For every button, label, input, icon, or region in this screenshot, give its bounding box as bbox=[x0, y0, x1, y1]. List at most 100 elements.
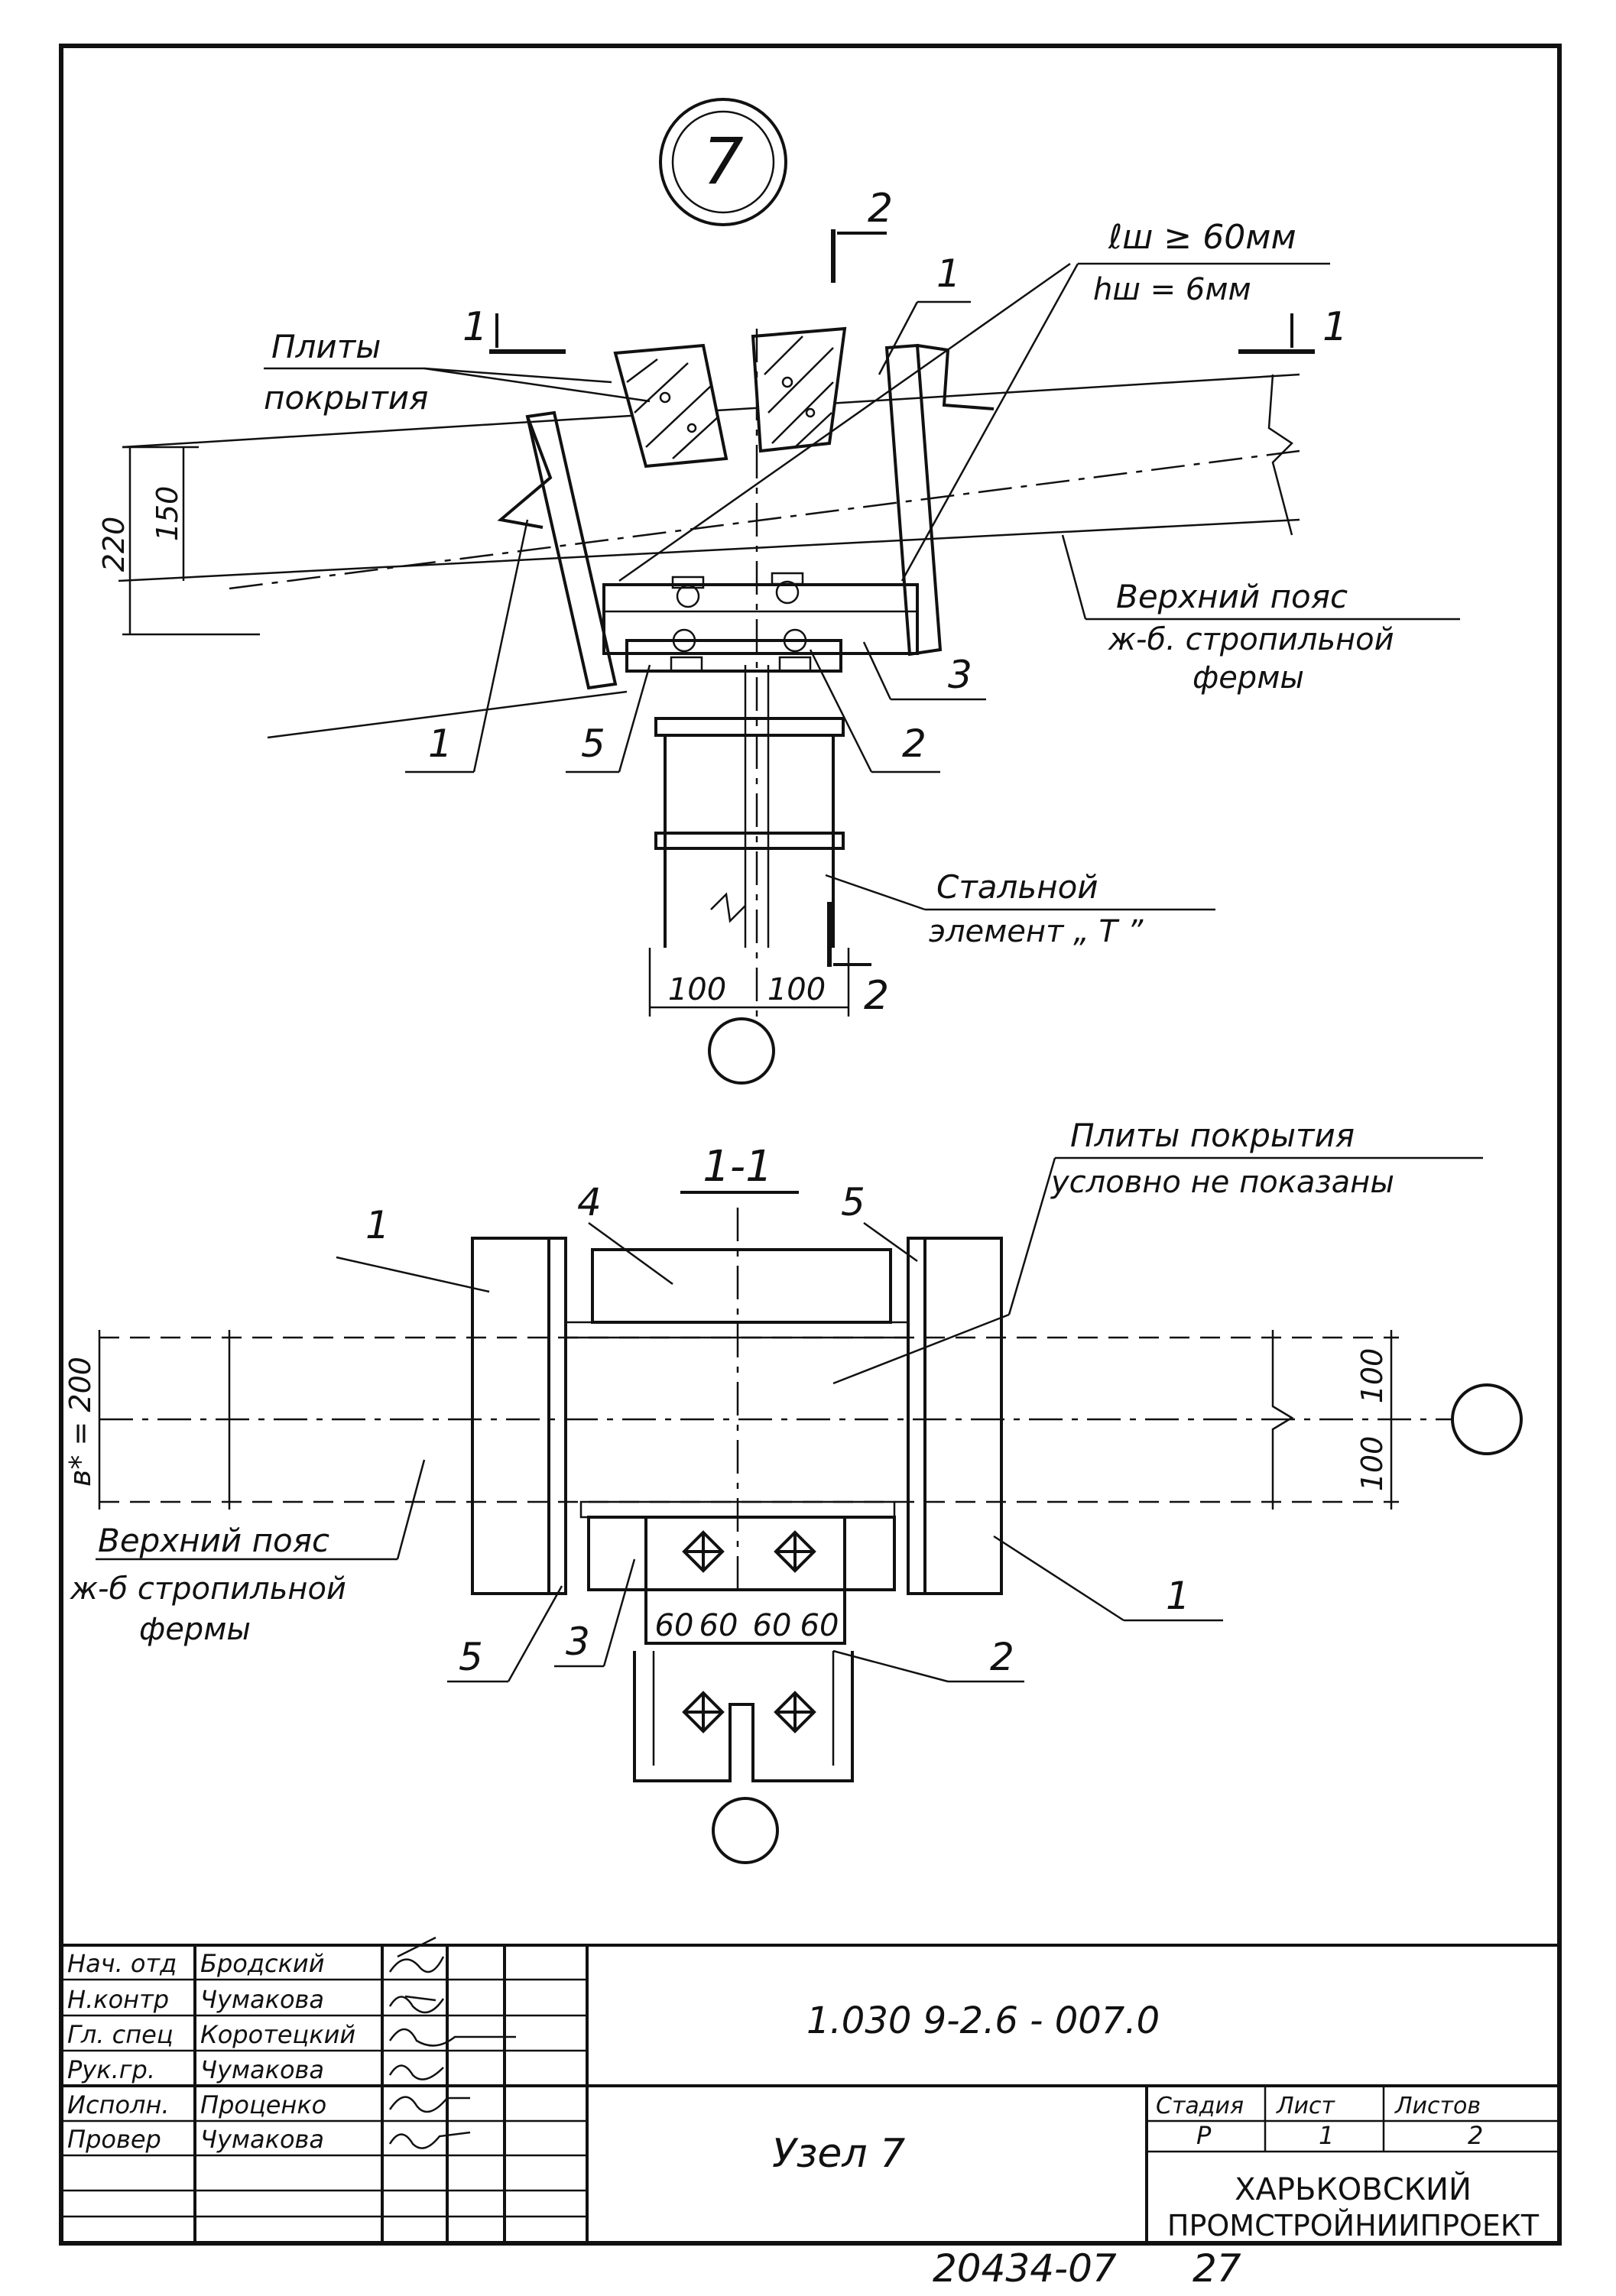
pos-1-top-label: 1 bbox=[936, 251, 961, 296]
dim-150: 150 bbox=[151, 486, 184, 542]
section-cut-2-bottom: 2 bbox=[827, 902, 889, 1019]
dim-100-bottom: 100 bbox=[1355, 1436, 1389, 1492]
roof-slab-left bbox=[613, 343, 728, 469]
role-0: Нач. отд bbox=[67, 1949, 177, 1978]
sheets-header: Листов bbox=[1394, 2093, 1481, 2119]
chord-axis-line bbox=[229, 449, 1300, 590]
dim-width: 100 100 bbox=[648, 948, 850, 1017]
angle-right bbox=[884, 343, 943, 657]
sec-pos-4-label: 4 bbox=[577, 1180, 602, 1224]
cut-2-top-label: 2 bbox=[868, 186, 893, 232]
steel-callout: Стальной элемент „ Т ” bbox=[825, 868, 1215, 949]
angle-1-left-leg bbox=[547, 1237, 567, 1595]
sec-pos-1-right-label: 1 bbox=[1166, 1574, 1190, 1618]
sec-pos-1-left: 1 bbox=[336, 1203, 490, 1293]
slabs-callout: Плиты покрытия bbox=[264, 328, 651, 417]
drawing-code: 1.030 9-2.6 - 007.0 bbox=[806, 1999, 1160, 2042]
chord-label-2: ж-б. стропильной bbox=[1108, 622, 1394, 657]
grid-marker-elevation bbox=[708, 1017, 775, 1085]
chord-callout-elevation: Верхний пояс ж-б. стропильной фермы bbox=[1061, 534, 1460, 696]
chord-label-1: Верхний пояс bbox=[1116, 578, 1348, 615]
drawing-title: Узел 7 bbox=[772, 2131, 905, 2177]
pos-2: 2 bbox=[809, 649, 940, 773]
name-2: Коротецкий bbox=[200, 2020, 355, 2049]
cut-1-right-label: 1 bbox=[1322, 304, 1348, 350]
sec-pos-5-bottom-label: 5 bbox=[459, 1635, 483, 1679]
pos-1-bottom-label: 1 bbox=[428, 722, 453, 766]
note-line-1: Плиты покрытия bbox=[1070, 1117, 1355, 1154]
signatures bbox=[388, 1936, 516, 2149]
steel-element-t bbox=[654, 329, 845, 1017]
section-note: Плиты покрытия условно не показаны bbox=[832, 1117, 1483, 1385]
dim-height: 220 150 bbox=[97, 446, 260, 636]
section-1-1: 1-1 bbox=[63, 1117, 1523, 1864]
angle-left-flange bbox=[497, 416, 553, 529]
signature-roles: Нач. отд Н.контр Гл. спец Рук.гр. Исполн… bbox=[67, 1949, 177, 2154]
chord-bottom-line bbox=[118, 518, 1300, 582]
plate-4 bbox=[591, 1248, 892, 1324]
section-cut-1-right: 1 bbox=[1238, 304, 1348, 354]
t-flange-mid bbox=[654, 832, 845, 850]
cut-2-bottom-label: 2 bbox=[864, 973, 889, 1019]
node-number: 7 bbox=[703, 124, 743, 199]
slabs-label-1: Плиты bbox=[271, 328, 381, 365]
name-1: Чумакова bbox=[200, 1985, 324, 2014]
angle-right-flange bbox=[917, 344, 995, 410]
sec-pos-1-right: 1 bbox=[993, 1535, 1223, 1622]
role-4: Исполн. bbox=[67, 2090, 170, 2119]
bolt-markers bbox=[682, 1530, 816, 1733]
break-line-right bbox=[1267, 374, 1293, 536]
sec-pos-2: 2 bbox=[832, 1635, 1024, 1683]
sheet-frame bbox=[59, 44, 1562, 2246]
dim-100-left: 100 bbox=[668, 972, 726, 1007]
sheet-header: Лист bbox=[1276, 2093, 1336, 2119]
slabs-label-2: покрытия bbox=[264, 379, 428, 417]
sec-pos-5-bottom: 5 bbox=[447, 1585, 563, 1683]
section-chord-1: Верхний пояс bbox=[98, 1522, 329, 1559]
inventory-number: 20434-07 bbox=[933, 2246, 1117, 2291]
sec-pos-5-top: 5 bbox=[841, 1180, 918, 1263]
role-3: Рук.гр. bbox=[67, 2055, 155, 2084]
cut-1-left-label: 1 bbox=[462, 304, 488, 350]
weld-callout: ℓш ≥ 60мм hш = 6мм bbox=[618, 218, 1330, 582]
dim-60-2: 60 bbox=[699, 1608, 738, 1643]
angle-1-right-leg bbox=[907, 1237, 926, 1595]
pos-1-top: 1 bbox=[878, 251, 971, 375]
plate-2 bbox=[625, 639, 842, 673]
concrete-hatch bbox=[626, 336, 834, 459]
pos-2-label: 2 bbox=[902, 722, 926, 766]
dim-60-4: 60 bbox=[800, 1608, 839, 1643]
org-line-1: ХАРЬКОВСКИЙ bbox=[1235, 2171, 1472, 2207]
pos-3-label: 3 bbox=[948, 653, 972, 697]
pos-3: 3 bbox=[862, 641, 986, 701]
dim-100-right: 100 bbox=[767, 972, 826, 1007]
plate-3-section bbox=[587, 1516, 896, 1591]
sheets-value: 2 bbox=[1468, 2121, 1483, 2150]
stage-value: Р bbox=[1196, 2121, 1212, 2150]
role-2: Гл. спец bbox=[67, 2020, 174, 2049]
chord-callout-section: Верхний пояс ж-б стропильной фермы bbox=[70, 1459, 426, 1647]
t-break bbox=[710, 892, 746, 923]
t-element-plan bbox=[633, 1651, 854, 1782]
bolts bbox=[670, 572, 812, 673]
sec-pos-3: 3 bbox=[554, 1558, 636, 1668]
elevation-view: 100 100 220 150 1 1 2 bbox=[97, 186, 1460, 1085]
plate-4-base bbox=[564, 1321, 910, 1339]
sec-pos-2-label: 2 bbox=[990, 1635, 1014, 1679]
title-block: Нач. отд Н.контр Гл. спец Рук.гр. Исполн… bbox=[61, 1936, 1559, 2243]
grid-marker-section-right bbox=[1451, 1383, 1523, 1455]
pos-1-bottom: 1 bbox=[405, 519, 529, 773]
sec-pos-1-left-label: 1 bbox=[365, 1203, 390, 1247]
angle-1-left bbox=[471, 1237, 550, 1595]
section-cut-2-top: 2 bbox=[831, 186, 893, 283]
sec-pos-4: 4 bbox=[577, 1180, 673, 1286]
name-3: Чумакова bbox=[200, 2055, 324, 2084]
role-1: Н.контр bbox=[67, 1985, 169, 2014]
pos-5: 5 bbox=[566, 664, 651, 773]
dim-b: в* = 200 bbox=[63, 1357, 97, 1487]
note-line-2: условно не показаны bbox=[1050, 1165, 1394, 1200]
chord-break-right bbox=[1271, 1330, 1294, 1510]
chord-lower-line bbox=[267, 690, 628, 739]
name-4: Проценко bbox=[200, 2090, 326, 2119]
